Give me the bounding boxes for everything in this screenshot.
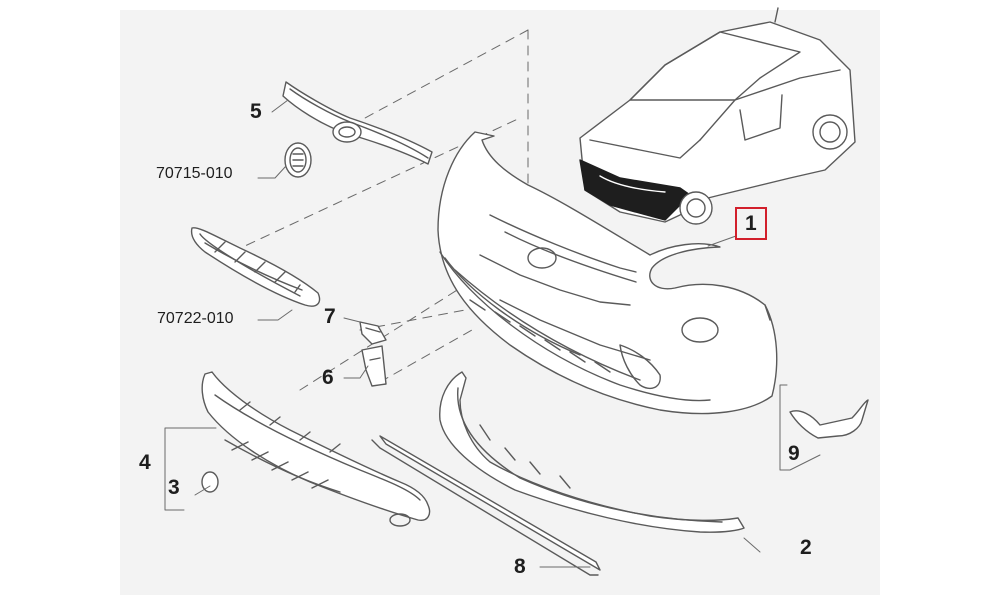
brand-badge (284, 142, 312, 178)
bracket-clip (359, 321, 387, 345)
part-number-badge: 70715-010 (156, 165, 233, 182)
reference-car (579, 7, 856, 225)
part-number-grille: 70722-010 (157, 310, 234, 327)
callout-1-highlighted: 1 (735, 207, 767, 240)
callout-5: 5 (250, 100, 262, 123)
callout-3: 3 (168, 476, 180, 499)
leader-lines (164, 99, 821, 568)
trim-strip (371, 435, 601, 576)
callout-4: 4 (139, 451, 151, 474)
mounting-bracket (361, 345, 387, 387)
lower-mesh-grille (190, 227, 321, 307)
callout-9: 9 (788, 442, 800, 465)
lower-spoiler (439, 371, 745, 533)
callout-7: 7 (324, 305, 336, 328)
lower-grille-assembly (201, 371, 431, 527)
upper-grille-bar (282, 81, 433, 165)
front-bumper-cover (437, 131, 778, 415)
callout-8: 8 (514, 555, 526, 578)
callout-6: 6 (322, 366, 334, 389)
callout-2: 2 (800, 536, 812, 559)
corner-bracket (789, 399, 869, 439)
tow-hook-cover (201, 471, 219, 493)
